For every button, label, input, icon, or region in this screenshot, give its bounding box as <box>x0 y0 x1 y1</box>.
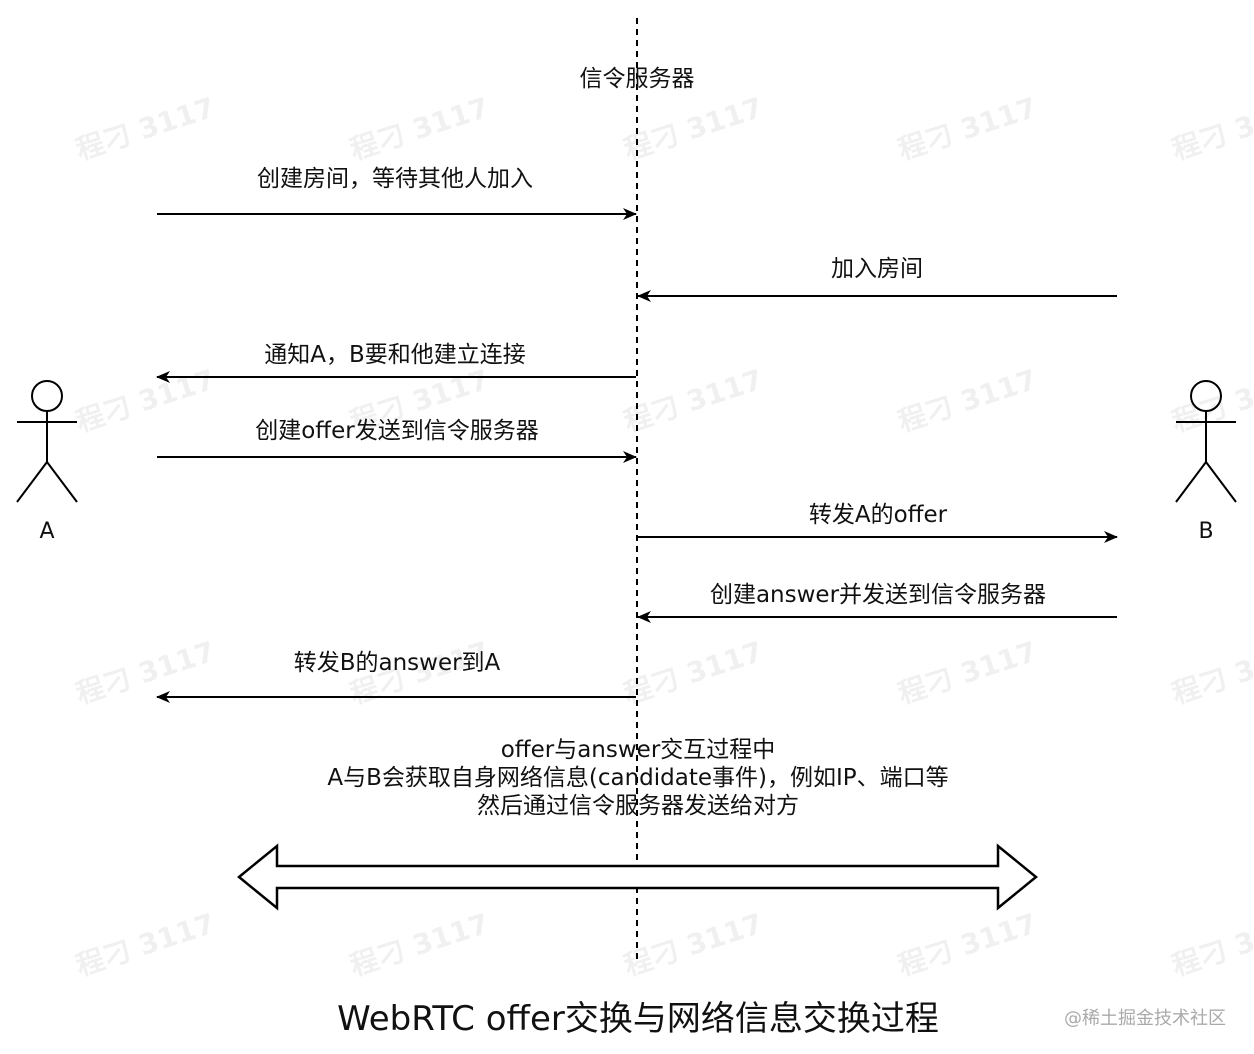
actor-b-label: B <box>1198 519 1213 544</box>
actor-a: A <box>16 380 78 544</box>
watermark-10: 程刁 3117 <box>72 635 219 711</box>
watermark-12: 程刁 3117 <box>620 635 767 711</box>
diagram-title: WebRTC offer交换与网络信息交换过程 <box>337 999 939 1039</box>
watermark-0: 程刁 3117 <box>72 91 219 167</box>
message-7: 转发B的answer到A <box>156 650 636 703</box>
actor-a-label: A <box>39 519 54 544</box>
watermark-13: 程刁 3117 <box>894 635 1041 711</box>
actor-b-right-leg <box>1205 461 1237 503</box>
watermark-14: 程刁 3117 <box>1168 635 1254 711</box>
message-2: 加入房间 <box>637 256 1117 302</box>
message-6: 创建answer并发送到信令服务器 <box>637 582 1117 623</box>
watermark-18: 程刁 3117 <box>894 907 1041 983</box>
message-1: 创建房间，等待其他人加入 <box>157 166 637 220</box>
exchange-note: offer与answer交互过程中 A与B会获取自身网络信息(candidate… <box>327 737 948 819</box>
bidirectional-exchange-arrow <box>237 843 1038 911</box>
watermark-15: 程刁 3117 <box>72 907 219 983</box>
actor-b-left-leg <box>1175 461 1207 503</box>
watermark-17: 程刁 3117 <box>620 907 767 983</box>
exchange-note-line-2: A与B会获取自身网络信息(candidate事件)，例如IP、端口等 <box>327 765 948 791</box>
message-3-label: 通知A，B要和他建立连接 <box>264 342 526 368</box>
watermark-8: 程刁 3117 <box>894 363 1041 439</box>
message-4: 创建offer发送到信令服务器 <box>157 418 637 463</box>
actor-a-left-leg <box>16 461 48 503</box>
exchange-note-line-3: 然后通过信令服务器发送给对方 <box>477 793 799 819</box>
message-5-label: 转发A的offer <box>809 502 948 528</box>
message-4-label: 创建offer发送到信令服务器 <box>255 418 539 444</box>
watermark-9: 程刁 3117 <box>1168 363 1254 439</box>
message-5: 转发A的offer <box>638 502 1118 543</box>
actor-a-head <box>31 380 63 412</box>
message-2-label: 加入房间 <box>831 256 923 282</box>
watermark-16: 程刁 3117 <box>346 907 493 983</box>
actor-a-right-leg <box>46 461 78 503</box>
credit-text: @稀土掘金技术社区 <box>1064 1008 1226 1029</box>
actor-b: B <box>1175 380 1237 544</box>
watermark-7: 程刁 3117 <box>620 363 767 439</box>
watermark-1: 程刁 3117 <box>346 91 493 167</box>
watermark-3: 程刁 3117 <box>894 91 1041 167</box>
server-label: 信令服务器 <box>580 66 695 92</box>
watermark-2: 程刁 3117 <box>620 91 767 167</box>
message-1-label: 创建房间，等待其他人加入 <box>257 166 533 192</box>
watermark-4: 程刁 3117 <box>1168 91 1254 167</box>
message-6-label: 创建answer并发送到信令服务器 <box>710 582 1046 608</box>
message-3: 通知A，B要和他建立连接 <box>156 342 636 383</box>
watermark-19: 程刁 3117 <box>1168 907 1254 983</box>
exchange-note-line-1: offer与answer交互过程中 <box>501 737 776 763</box>
watermark-5: 程刁 3117 <box>72 363 219 439</box>
message-7-label: 转发B的answer到A <box>294 650 501 676</box>
